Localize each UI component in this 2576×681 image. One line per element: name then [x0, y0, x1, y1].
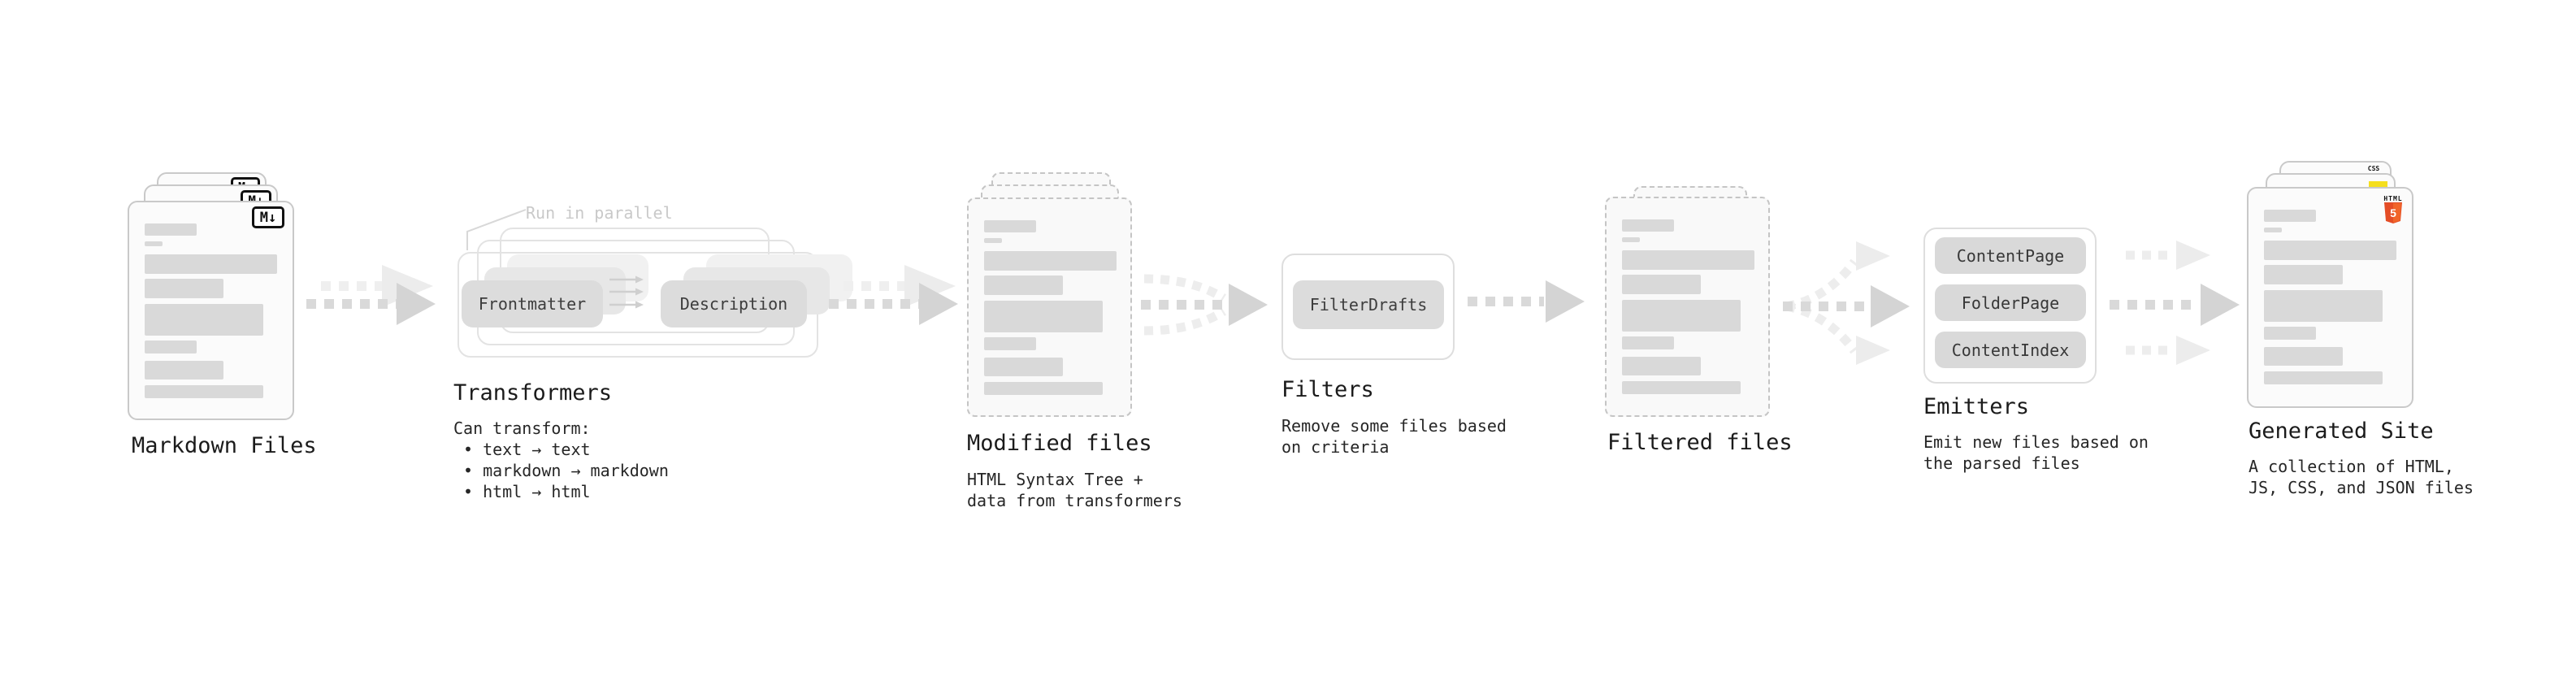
content-line	[145, 385, 263, 398]
content-line	[145, 279, 223, 298]
content-line	[984, 275, 1063, 295]
run-in-parallel-leader-line	[466, 209, 527, 250]
content-line	[1622, 219, 1674, 232]
file-content-placeholder	[984, 220, 1117, 395]
file-content-placeholder	[2264, 210, 2396, 384]
filtered-file-card-front	[1605, 197, 1770, 417]
content-line	[2264, 228, 2282, 232]
content-line	[1622, 275, 1701, 294]
content-line	[1622, 357, 1701, 375]
emitters-subtitle: Emit new files based on the parsed files	[1923, 432, 2149, 473]
contentindex-button: ContentIndex	[1935, 332, 2086, 368]
transformers-bullet-3: • html → html	[463, 482, 591, 501]
generated-file-card-html: HTML 5	[2247, 187, 2413, 408]
content-line	[2264, 347, 2343, 366]
transformers-bullet-2: • markdown → markdown	[463, 461, 669, 480]
content-line	[2264, 290, 2383, 322]
content-line	[145, 304, 263, 336]
content-line	[2264, 371, 2383, 384]
content-line	[2264, 241, 2396, 260]
markdown-file-card-front: M↓	[128, 201, 294, 420]
content-line	[2264, 327, 2316, 340]
emitters-title: Emitters	[1923, 394, 2030, 419]
content-line	[984, 382, 1103, 395]
filterdrafts-button: FilterDrafts	[1293, 280, 1444, 329]
file-content-placeholder	[1622, 219, 1754, 394]
transformers-subtitle-heading: Can transform:	[453, 419, 591, 438]
html5-shield: 5	[2384, 202, 2402, 223]
arrow-modified-to-filters	[1141, 274, 1268, 336]
html5-icon: HTML 5	[2383, 195, 2404, 223]
run-in-parallel-note: Run in parallel	[526, 203, 673, 223]
transform-flow-arrows	[609, 275, 644, 309]
svg-text:5: 5	[2390, 206, 2396, 219]
content-line	[984, 358, 1063, 376]
description-button: Description	[661, 280, 807, 327]
content-line	[984, 301, 1103, 332]
content-line	[984, 337, 1036, 350]
content-line	[1622, 336, 1674, 349]
content-line	[1622, 381, 1741, 394]
filters-subtitle: Remove some files based on criteria	[1281, 416, 1507, 457]
js-icon	[2369, 181, 2387, 189]
arrow-filters-to-filtered	[1468, 280, 1585, 323]
arrow-emitters-to-generated	[2110, 241, 2240, 365]
markdown-files-title: Markdown Files	[132, 433, 317, 458]
filtered-files-title: Filtered files	[1607, 430, 1793, 455]
generated-site-title: Generated Site	[2249, 419, 2434, 444]
modified-files-title: Modified files	[967, 431, 1152, 456]
content-line	[1622, 300, 1741, 332]
frontmatter-button: Frontmatter	[462, 280, 603, 327]
filters-title: Filters	[1281, 377, 1374, 402]
content-line	[1622, 237, 1640, 242]
content-line	[2264, 210, 2316, 222]
file-content-placeholder	[145, 223, 277, 398]
generated-site-subtitle: A collection of HTML, JS, CSS, and JSON …	[2249, 457, 2474, 497]
markdown-icon: M↓	[252, 206, 284, 228]
content-line	[2264, 265, 2343, 284]
content-line	[145, 241, 163, 246]
transformers-bullet-1: • text → text	[463, 440, 591, 459]
arrow-filtered-to-emitters	[1783, 241, 1910, 365]
arrow-transformers-to-modified	[829, 265, 958, 325]
content-line	[1622, 250, 1754, 270]
content-line	[984, 251, 1117, 271]
content-line	[984, 220, 1036, 232]
content-line	[145, 340, 197, 354]
modified-files-subtitle: HTML Syntax Tree + data from transformer…	[967, 470, 1182, 510]
contentpage-button: ContentPage	[1935, 237, 2086, 274]
transformers-title: Transformers	[453, 380, 613, 406]
content-line	[145, 361, 223, 380]
folderpage-button: FolderPage	[1935, 284, 2086, 321]
content-line	[145, 254, 277, 274]
content-line	[145, 223, 197, 236]
arrow-markdown-to-transformers	[306, 265, 436, 325]
content-line	[984, 238, 1002, 243]
modified-file-card-front	[967, 197, 1132, 417]
